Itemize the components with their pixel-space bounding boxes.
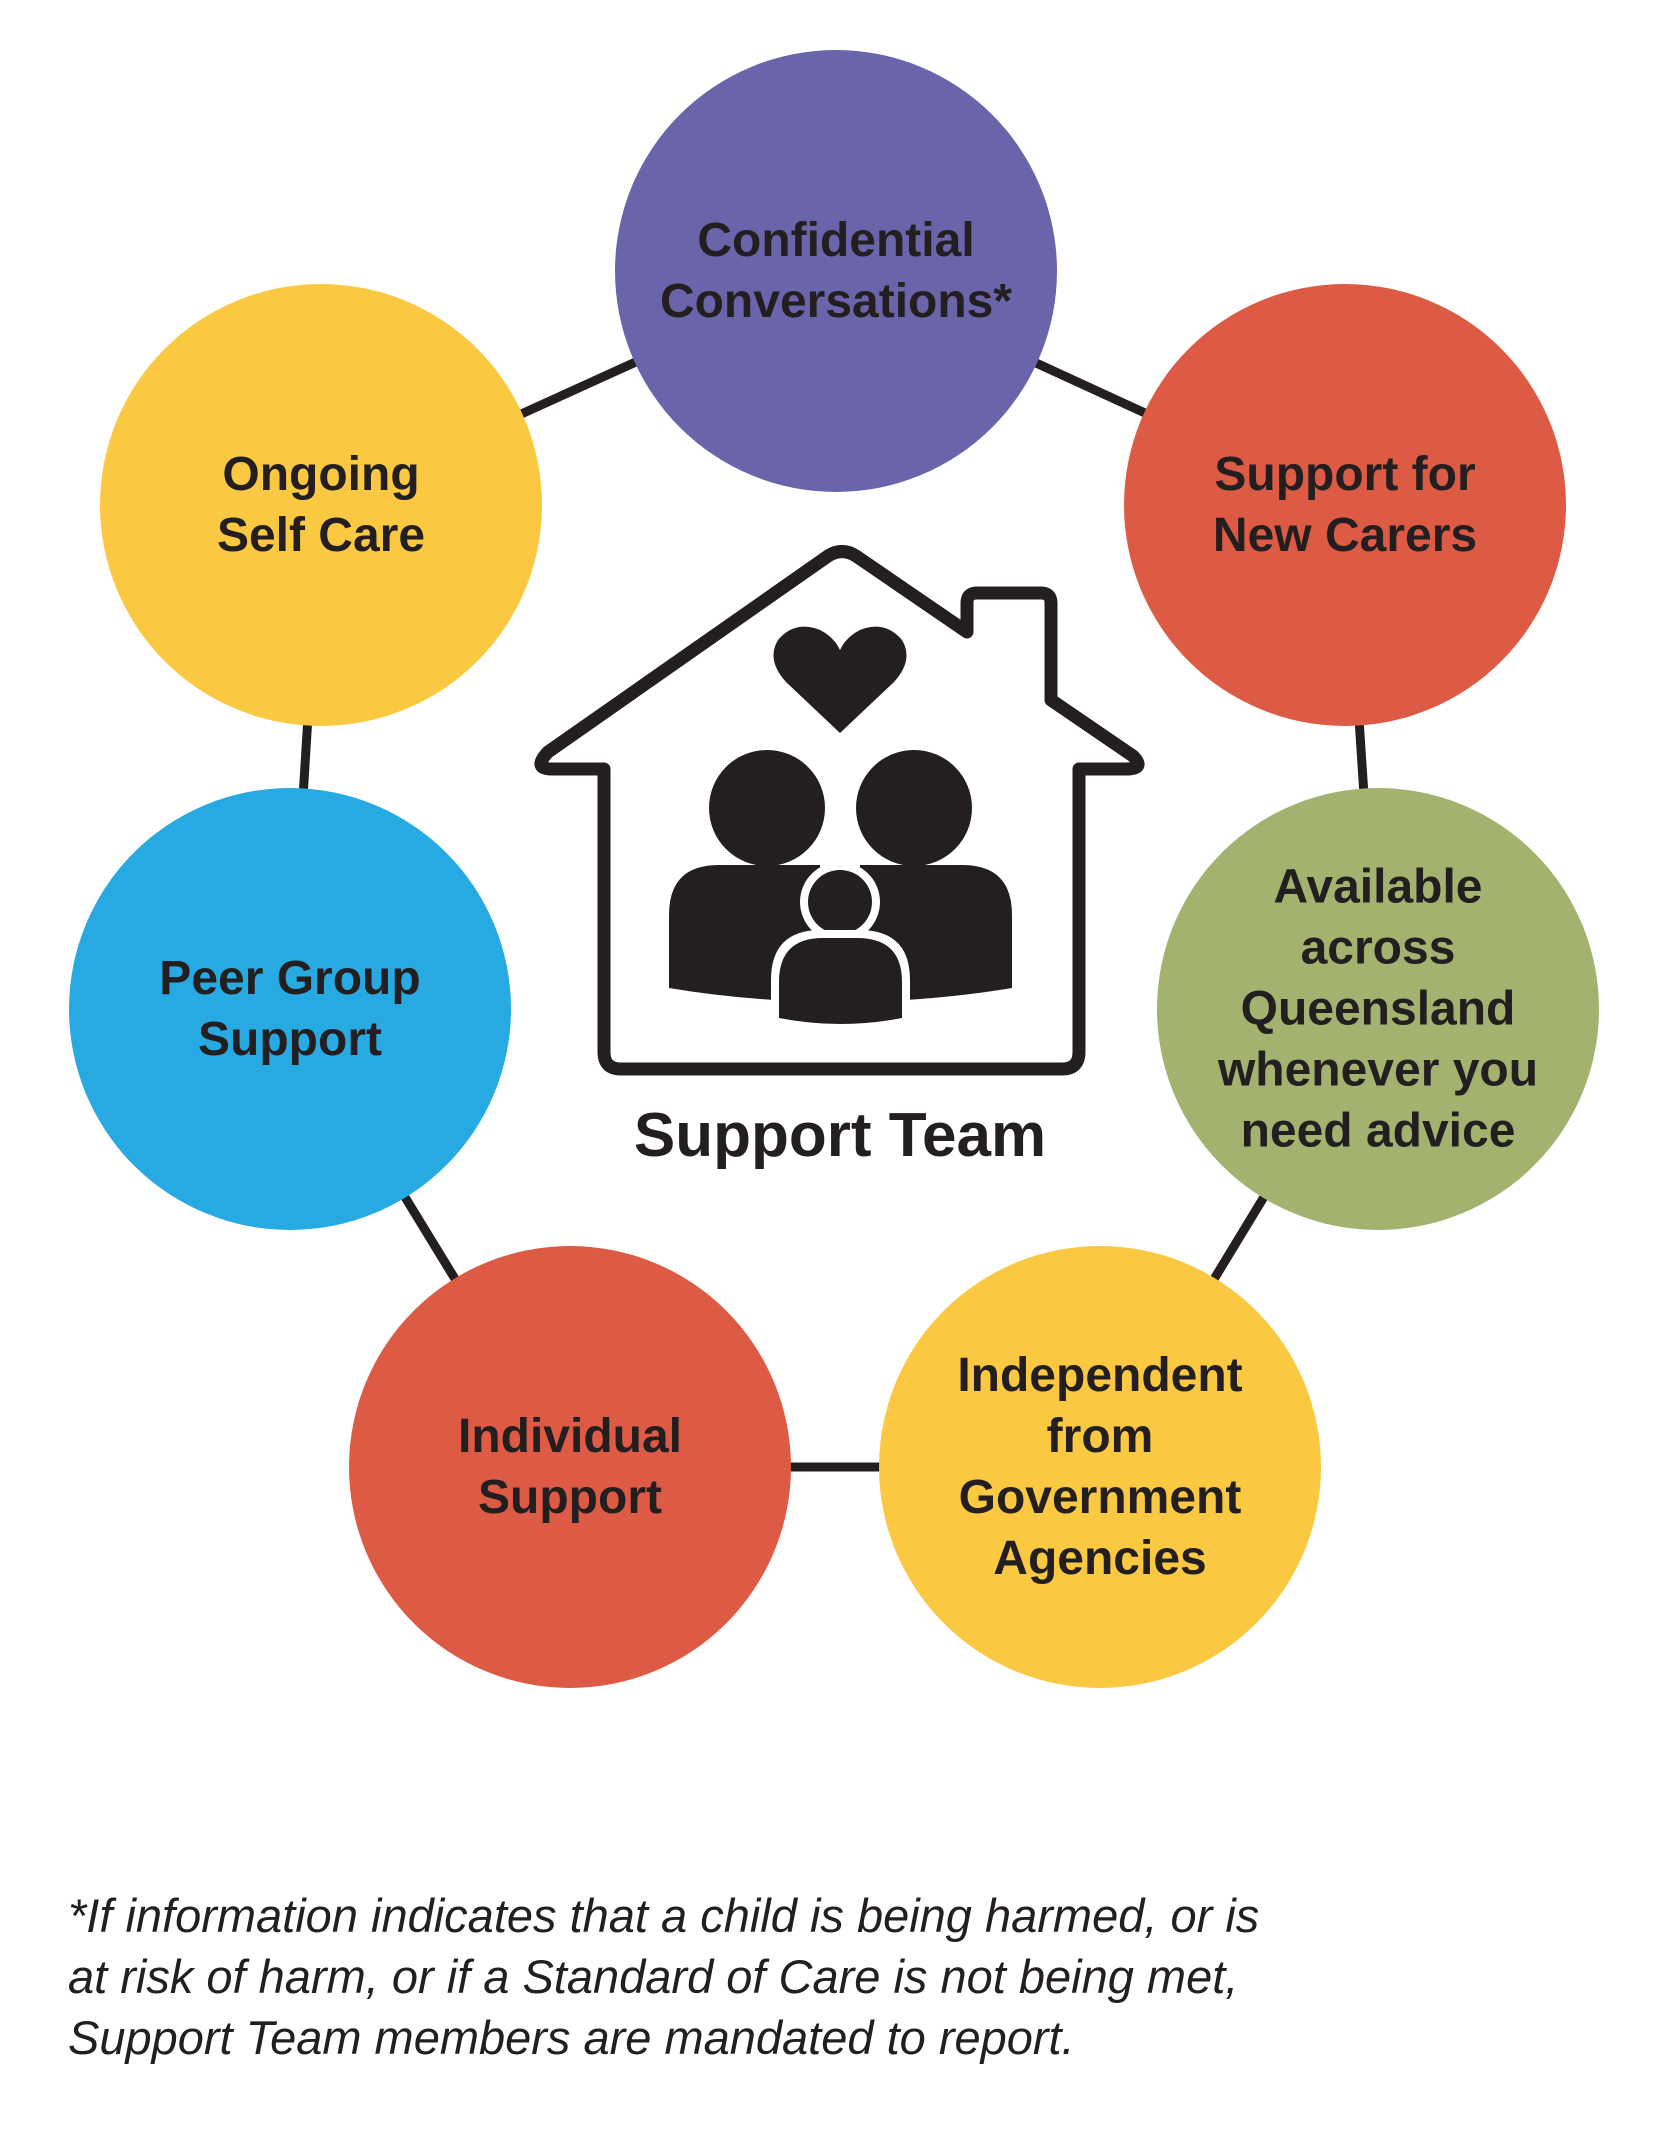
node-circle-individual (349, 1246, 791, 1688)
node-label-line: Support (198, 1013, 382, 1066)
node-label-line: whenever you (1217, 1043, 1539, 1097)
node-label-line: Support for (1214, 448, 1476, 501)
child-head (808, 870, 872, 934)
node-label-line: Queensland (1240, 982, 1516, 1036)
child-body (779, 938, 902, 1024)
node-label-line: Conversations* (659, 275, 1013, 328)
node-label-line: Confidential (697, 214, 975, 267)
node-circle-available (1157, 788, 1599, 1230)
node-label-line: New Carers (1212, 509, 1478, 562)
node-circle-independent (879, 1246, 1321, 1688)
node-label-line: from (1046, 1410, 1154, 1463)
node-label-line: Agencies (993, 1532, 1207, 1585)
node-label-line: Individual (457, 1410, 682, 1463)
node-label-line: Independent (957, 1349, 1243, 1402)
footnote-line: *If information indicates that a child i… (68, 1889, 1260, 1942)
node-label-line: Ongoing (222, 448, 420, 501)
house-outline (534, 545, 1145, 1076)
footnote-line: at risk of harm, or if a Standard of Car… (68, 1950, 1239, 2003)
node-circle-new-carers (1124, 284, 1566, 726)
center-title: Support Team (633, 1101, 1047, 1170)
node-circle-self-care (100, 284, 542, 726)
node-label-line: Self Care (216, 509, 426, 562)
node-label-line: Support (478, 1471, 662, 1524)
node-circle-confidential (615, 50, 1057, 492)
node-circle-peer-group (69, 788, 511, 1230)
parent-head-right (856, 750, 972, 866)
house-family-heart-icon (534, 545, 1145, 1076)
footnote-line: Support Team members are mandated to rep… (68, 2011, 1075, 2064)
node-label-line: Peer Group (159, 952, 421, 1005)
node-label-line: need advice (1240, 1104, 1516, 1158)
parent-head-left (709, 750, 825, 866)
node-label-line: across (1300, 921, 1456, 975)
node-label-line: Government (958, 1471, 1242, 1524)
node-label-line: Available (1273, 860, 1483, 914)
footnote: *If information indicates that a child i… (68, 1885, 1628, 2068)
heart-icon (773, 626, 907, 733)
